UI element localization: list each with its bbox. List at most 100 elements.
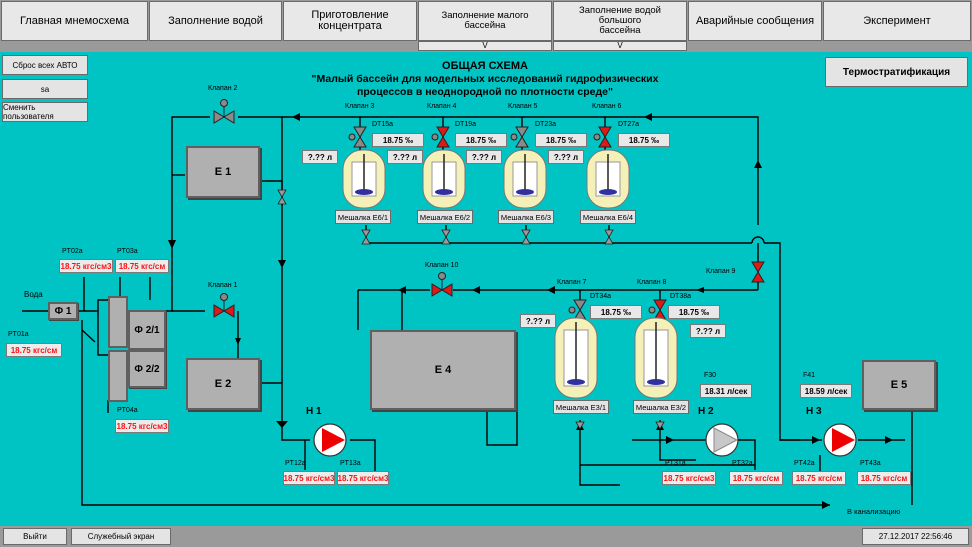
mixer-e31-vessel [554,317,598,399]
water-label: Вода [24,290,43,299]
pt32a-value: 18.75 кгс/см [729,471,783,485]
user-name-field: sa [2,79,88,99]
nav-big-pool-dropdown[interactable]: V [553,41,687,51]
tank-e1[interactable]: Е 1 [186,146,260,198]
valve-k7-icon [568,299,587,321]
mixer-e64-button[interactable]: Мешалка Е6/4 [580,210,636,224]
mixer-e31-button[interactable]: Мешалка Е3/1 [553,400,609,414]
dt15a-value: 18.75 ‰ [372,133,424,147]
filter-f1[interactable]: Ф 1 [48,302,78,320]
nav-alarms[interactable]: Аварийные сообщения [688,1,822,41]
valve-k2-label: Клапан 2 [208,85,238,92]
pump-h1-label: Н 1 [306,406,322,417]
dt34a-tag: DT34a [590,293,612,300]
pt13a-tag: PT13a [340,460,361,467]
pump-h3-icon [823,423,857,457]
mixer-e32-vessel [634,317,678,399]
valve-k4-label: Клапан 4 [427,103,457,110]
valve-k1-label: Клапан 1 [208,282,238,289]
mixer-e62-vessel [422,149,466,209]
filter-f21-body [108,296,128,348]
valve-k9-icon [751,261,765,283]
dt15a-tag: DT15a [372,121,394,128]
tank-e5[interactable]: Е 5 [862,360,936,410]
dt27a-value: 18.75 ‰ [618,133,670,147]
pt02a-tag: PT02a [62,248,83,255]
valve-k5-label: Клапан 5 [508,103,538,110]
pt03a-value: 18.75 кгс/см [115,259,169,273]
valve-k3-icon [348,126,367,148]
pt12a-value: 18.75 кгс/см3 [283,471,335,485]
pt31a-value: 18.75 кгс/см3 [662,471,716,485]
dt38a-tag: DT38a [670,293,692,300]
filter-f22-body [108,350,128,402]
valve-k4-icon [431,126,450,148]
datetime-display: 27.12.2017 22:56:46 [862,528,969,545]
mixer-e31-level: ?.?? л [520,314,556,328]
valve-k2-icon [213,99,235,124]
pt04a-tag: PT04a [117,407,138,414]
pt31a-tag: PT31a [665,460,686,467]
mixer-e64-level: ?.?? л [548,150,584,164]
pt43a-tag: PT43a [860,460,881,467]
nav-water-fill[interactable]: Заполнение водой [149,1,282,41]
f41-value: 18.59 л/сек [800,384,852,398]
valve-k10-label: Клапан 10 [425,262,459,269]
nav-concentrate[interactable]: Приготовление концентрата [283,1,417,41]
reset-auto-button[interactable]: Сброс всех АВТО [2,55,88,75]
nav-main-scheme[interactable]: Главная мнемосхема [1,1,148,41]
dt19a-tag: DT19a [455,121,477,128]
dt34a-value: 18.75 ‰ [590,305,642,319]
pt01a-value: 18.75 кгс/см [6,343,62,357]
tank-e4[interactable]: Е 4 [370,330,516,410]
thermostratification-button[interactable]: Термостратификация [825,57,968,87]
pt03a-tag: PT03a [117,248,138,255]
dt23a-value: 18.75 ‰ [535,133,587,147]
mixer-e61-level: ?.?? л [302,150,338,164]
f41-tag: F41 [803,372,816,379]
dt19a-value: 18.75 ‰ [455,133,507,147]
f30-value: 18.31 л/сек [700,384,752,398]
nav-small-pool-dropdown[interactable]: V [418,41,552,51]
filter-f22[interactable]: Ф 2/2 [128,350,166,388]
valve-k9-label: Клапан 9 [706,268,736,275]
mixer-e64-vessel [586,149,630,209]
drain-label: В канализацию [847,507,901,516]
valve-k3-label: Клапан 3 [345,103,375,110]
f30-tag: F30 [704,372,717,379]
pt01a-tag: PT01a [8,331,29,338]
mixer-e63-button[interactable]: Мешалка Е6/3 [498,210,554,224]
filter-f21[interactable]: Ф 2/1 [128,310,166,350]
exit-button[interactable]: Выйти [3,528,67,545]
nav-big-pool[interactable]: Заполнение водой большого бассейна [553,1,687,41]
pt42a-tag: PT42a [794,460,815,467]
mixer-e61-button[interactable]: Мешалка Е6/1 [335,210,391,224]
valve-k6-label: Клапан 6 [592,103,622,110]
valve-k6-icon [593,126,612,148]
pt12a-tag: PT12a [285,460,306,467]
mixer-e62-button[interactable]: Мешалка Е6/2 [417,210,473,224]
status-bar [0,526,972,547]
mixer-e63-level: ?.?? л [466,150,502,164]
mixer-e61-vessel [342,149,386,209]
mixer-e32-button[interactable]: Мешалка Е3/2 [633,400,689,414]
pump-h1-icon [313,423,347,457]
valve-k8-label: Клапан 8 [637,279,667,286]
service-screen-button[interactable]: Служебный экран [71,528,171,545]
nav-experiment[interactable]: Эксперимент [823,1,971,41]
pump-h2-icon [705,423,739,457]
change-user-button[interactable]: Сменить пользователя [2,102,88,122]
dt23a-tag: DT23a [535,121,557,128]
top-nav: Главная мнемосхема Заполнение водой Приг… [0,0,972,52]
valve-k8-icon [648,299,667,321]
pt02a-value: 18.75 кгс/см3 [59,259,113,273]
nav-small-pool[interactable]: Заполнение малого бассейна [418,1,552,41]
pt43a-value: 18.75 кгс/см [857,471,911,485]
pump-h3-label: Н 3 [806,406,822,417]
valve-k1-icon [213,293,235,318]
tank-e2[interactable]: Е 2 [186,358,260,410]
page-subtitle-line2: процессов в неоднородной по плотности ср… [357,86,613,98]
valve-k7-label: Клапан 7 [557,279,587,286]
mixer-vessels [342,149,678,399]
